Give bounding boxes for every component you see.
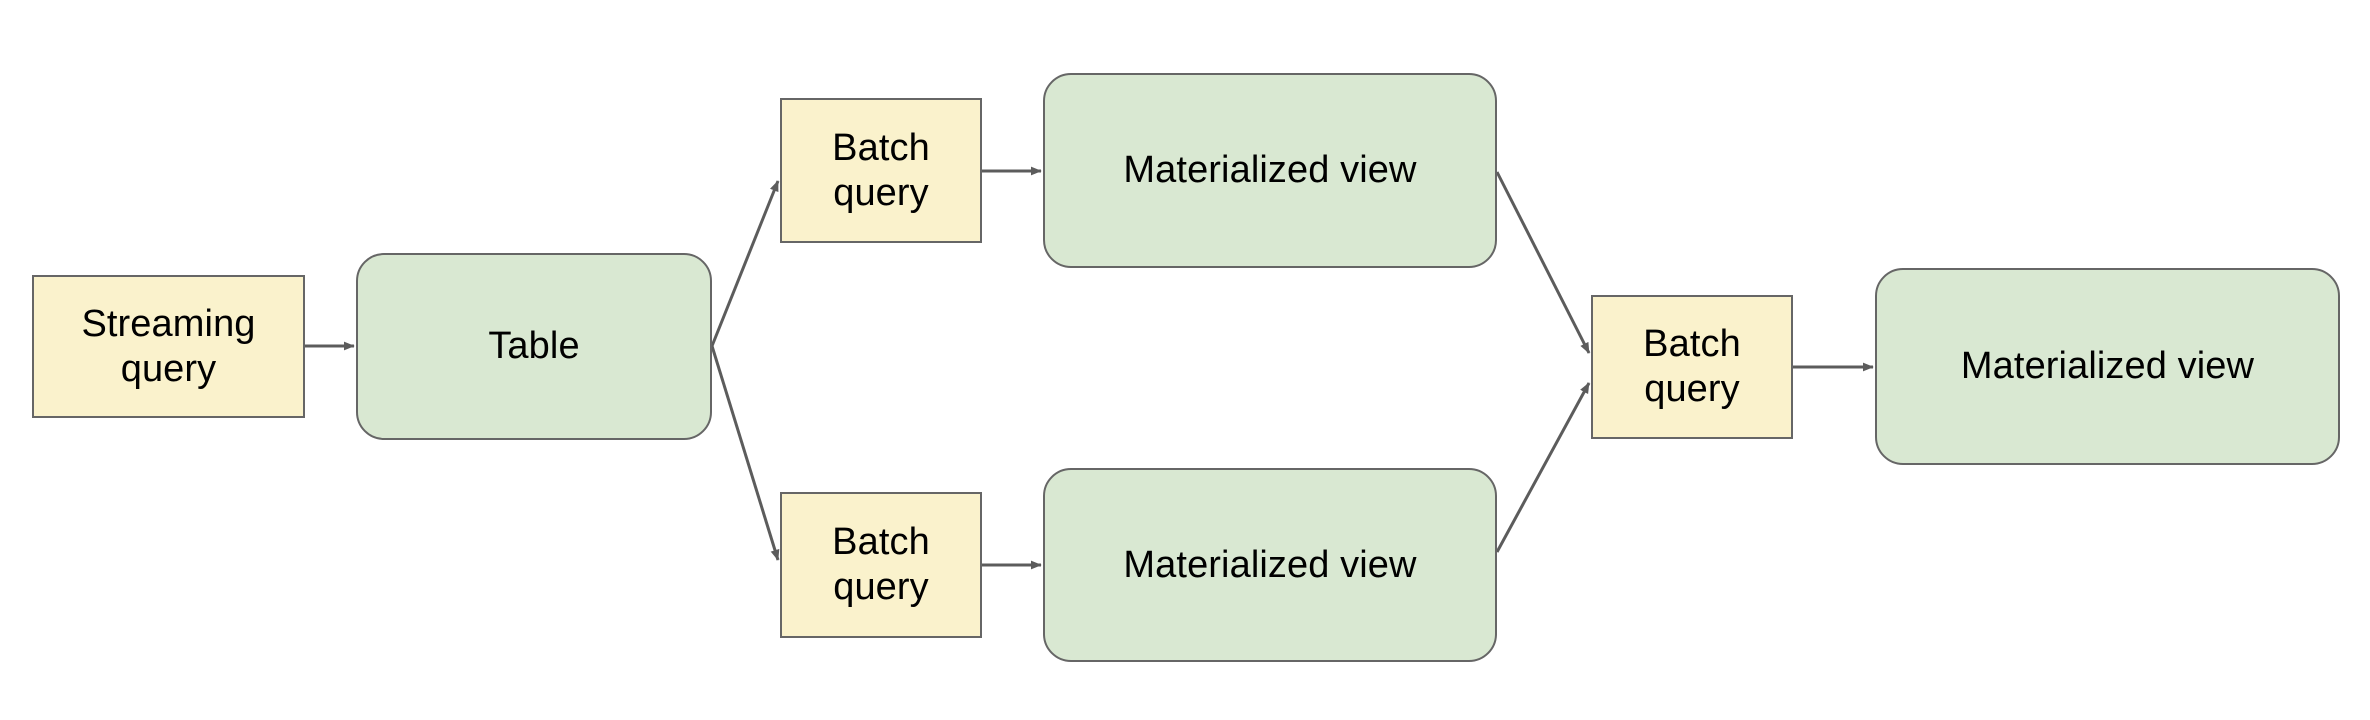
node-materialized-view-top[interactable]: Materialized view [1043, 73, 1497, 268]
node-batch-query-bottom[interactable]: Batch query [780, 492, 982, 638]
node-batch-query-top-label: Batch query [832, 126, 930, 214]
node-table-label: Table [488, 325, 580, 368]
node-materialized-view-final-label: Materialized view [1960, 345, 2255, 388]
node-streaming-query[interactable]: Streaming query [32, 275, 305, 418]
node-batch-query-bottom-label: Batch query [832, 521, 930, 608]
edge-table-to-batch-bottom [710, 345, 780, 561]
node-materialized-view-bottom-label: Materialized view [1123, 543, 1417, 586]
node-batch-query-merge[interactable]: Batch query [1591, 295, 1793, 439]
node-streaming-query-label: Streaming query [81, 302, 256, 390]
node-materialized-view-final[interactable]: Materialized view [1875, 268, 2340, 465]
edge-table-to-batch-top [710, 180, 780, 347]
node-batch-query-merge-label: Batch query [1643, 323, 1741, 410]
edge-mv-top-to-batch-merge [1495, 171, 1591, 354]
node-table[interactable]: Table [356, 253, 712, 440]
edge-mv-bottom-to-batch-merge [1495, 382, 1591, 553]
node-materialized-view-top-label: Materialized view [1123, 149, 1417, 192]
node-materialized-view-bottom[interactable]: Materialized view [1043, 468, 1497, 662]
node-batch-query-top[interactable]: Batch query [780, 98, 982, 243]
